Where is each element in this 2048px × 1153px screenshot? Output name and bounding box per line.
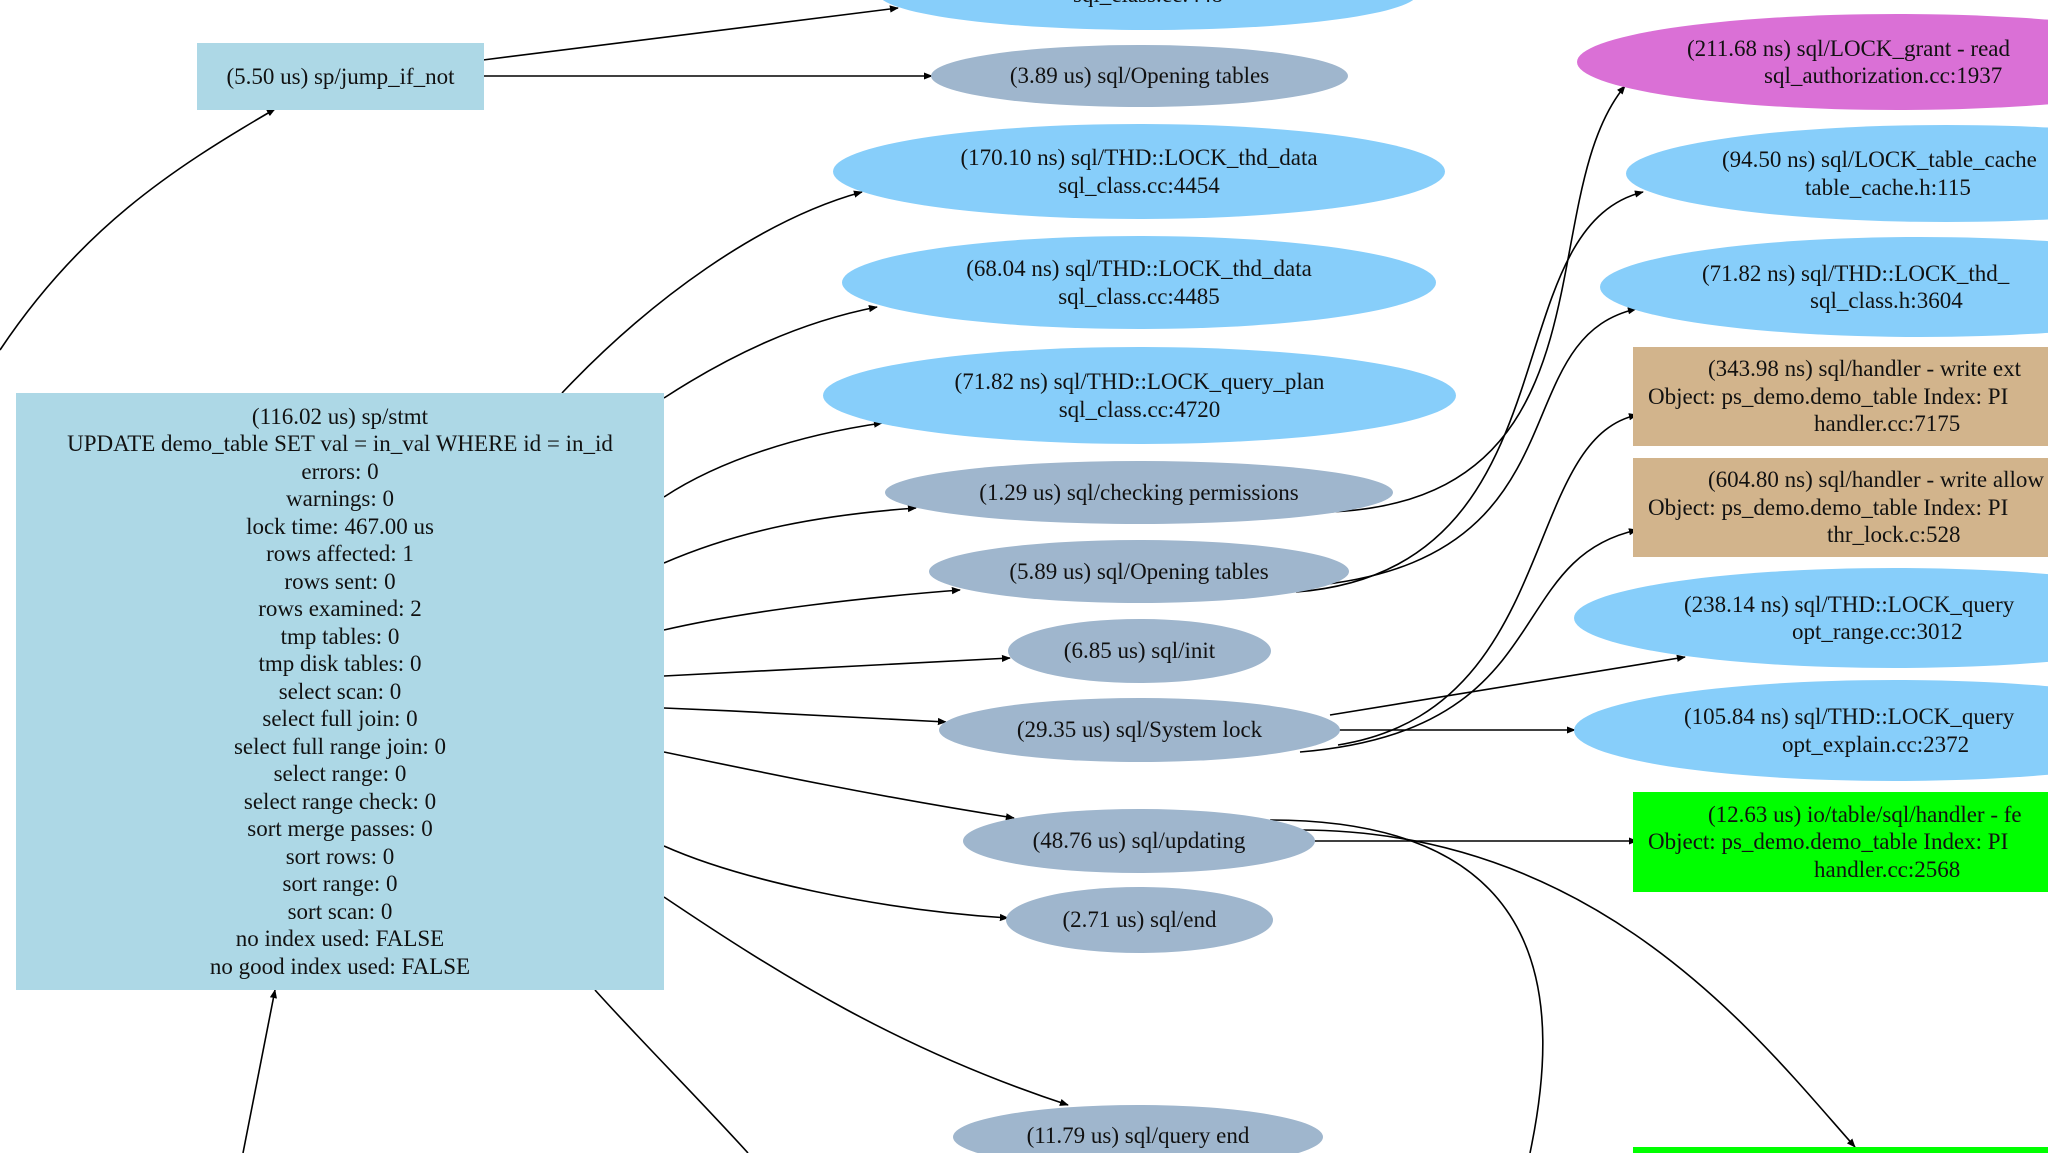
edge-stmt-to-system-lock: [663, 707, 947, 726]
node-end-label: (2.71 us) sql/end: [1062, 907, 1217, 933]
node-system-lock-label: (29.35 us) sql/System lock: [1016, 717, 1263, 743]
stmt-line-tmp-disk-tables: tmp disk tables: 0: [258, 651, 422, 677]
node-init: (6.85 us) sql/init: [1008, 619, 1271, 683]
edge-stmt-outgoing-bottom: [594, 989, 749, 1153]
node-jump-if-not: (5.50 us) sp/jump_if_not: [197, 43, 484, 110]
node-checking-permissions-label: (1.29 us) sql/checking permissions: [979, 479, 1299, 505]
stmt-line-no-good-index-used: no good index used: FALSE: [209, 953, 471, 979]
node-handler-write-allow-line2: Object: ps_demo.demo_table Index: PI: [1648, 494, 2009, 520]
node-lock-grant-line2: sql_authorization.cc:1937: [1764, 63, 2003, 88]
node-lock-grant-line1: (211.68 ns) sql/LOCK_grant - read: [1687, 35, 2010, 61]
edge-system-to-handler-ext: [1337, 413, 1638, 746]
node-opening-tables-1-label: (3.89 us) sql/Opening tables: [1009, 63, 1270, 89]
stmt-line-select-range: select range: 0: [273, 761, 407, 787]
stmt-line-rows-examined: rows examined: 2: [258, 596, 422, 622]
node-top-partial-label: sql_class.cc:448: [1073, 0, 1223, 8]
node-updating: (48.76 us) sql/updating: [963, 809, 1315, 873]
edge-system-to-handler-allow: [1299, 528, 1638, 753]
node-lock-thd-3604-line2: sql_class.h:3604: [1810, 288, 1963, 313]
edge-stmt-to-updating: [663, 751, 1015, 821]
edge-updating-to-bottom-green: [1299, 829, 1856, 1148]
stmt-line-sort-rows: sort rows: 0: [285, 843, 395, 869]
node-lock-query-plan-4720: (71.82 ns) sql/THD::LOCK_query_plan sql_…: [823, 347, 1456, 444]
edge-stmt-to-lock-4485: [663, 305, 878, 399]
node-io-handler-line3: handler.cc:2568: [1814, 856, 1961, 882]
stmt-line-sort-range: sort range: 0: [282, 871, 398, 897]
edge-opening-to-table-cache: [1295, 190, 1644, 593]
node-lock-thd-data-4485-line2: sql_class.cc:4485: [1058, 283, 1220, 309]
node-init-label: (6.85 us) sql/init: [1063, 638, 1216, 664]
node-query-end: (11.79 us) sql/query end: [953, 1105, 1323, 1153]
stmt-line-sql: UPDATE demo_table SET val = in_val WHERE…: [67, 431, 613, 457]
edge-system-to-query-3012: [1329, 654, 1686, 716]
node-opening-tables-1: (3.89 us) sql/Opening tables: [931, 45, 1348, 107]
node-handler-write-allow-line3: thr_lock.c:528: [1827, 522, 1961, 548]
node-handler-write-allow: (604.80 ns) sql/handler - write allow Ob…: [1633, 458, 2048, 557]
stmt-line-warnings: warnings: 0: [286, 486, 394, 512]
stmt-line-rows-sent: rows sent: 0: [284, 568, 396, 594]
stmt-line-no-index-used: no index used: FALSE: [235, 926, 445, 952]
stmt-line-sort-scan: sort scan: 0: [287, 898, 393, 924]
node-handler-write-ext-line1: (343.98 ns) sql/handler - write ext: [1708, 356, 2021, 382]
edge-updating-outgoing-bottom: [1269, 819, 1544, 1153]
node-lock-query-2372-line2: opt_explain.cc:2372: [1782, 731, 1970, 757]
node-lock-query-3012-line2: opt_range.cc:3012: [1792, 619, 1963, 644]
edge-incoming-stmt: [242, 989, 277, 1153]
stmt-line-select-full-join: select full join: 0: [262, 706, 418, 732]
node-opening-tables-2-label: (5.89 us) sql/Opening tables: [1009, 558, 1269, 584]
edge-stmt-to-opening-tables: [663, 587, 961, 631]
node-lock-thd-data-4454-line2: sql_class.cc:4454: [1058, 172, 1220, 198]
stmt-line-errors: errors: 0: [301, 458, 379, 484]
stmt-line-lock-time: lock time: 467.00 us: [246, 513, 434, 539]
edge-stmt-to-end: [663, 845, 1009, 922]
stmt-line-tmp-tables: tmp tables: 0: [280, 623, 400, 649]
stmt-line-select-scan: select scan: 0: [278, 678, 402, 704]
stmt-line-rows-affected: rows affected: 1: [266, 541, 414, 567]
node-lock-thd-data-4454-line1: (170.10 ns) sql/THD::LOCK_thd_data: [960, 145, 1318, 170]
node-lock-query-plan-4720-line1: (71.82 ns) sql/THD::LOCK_query_plan: [954, 369, 1325, 394]
node-sp-stmt: (116.02 us) sp/stmt UPDATE demo_table SE…: [16, 393, 664, 990]
node-handler-write-ext-line2: Object: ps_demo.demo_table Index: PI: [1648, 383, 2009, 409]
node-lock-query-3012: (238.14 ns) sql/THD::LOCK_query opt_rang…: [1574, 568, 2048, 668]
node-end: (2.71 us) sql/end: [1006, 887, 1273, 953]
node-lock-query-3012-line1: (238.14 ns) sql/THD::LOCK_query: [1684, 591, 2015, 617]
node-lock-grant: (211.68 ns) sql/LOCK_grant - read sql_au…: [1577, 14, 2048, 110]
node-lock-table-cache-line1: (94.50 ns) sql/LOCK_table_cache: [1722, 147, 2037, 172]
node-handler-write-allow-line1: (604.80 ns) sql/handler - write allow: [1708, 467, 2044, 493]
node-lock-thd-3604-line1: (71.82 ns) sql/THD::LOCK_thd_: [1702, 260, 2010, 286]
node-lock-thd-data-4454: (170.10 ns) sql/THD::LOCK_thd_data sql_c…: [833, 124, 1445, 219]
stmt-line-select-full-range-join: select full range join: 0: [233, 733, 447, 759]
node-io-handler: (12.63 us) io/table/sql/handler - fe Obj…: [1633, 792, 2048, 892]
node-handler-write-ext-line3: handler.cc:7175: [1814, 411, 1961, 437]
edge-opening-to-thd-3604: [1309, 307, 1637, 587]
node-opening-tables-2: (5.89 us) sql/Opening tables: [929, 540, 1349, 603]
edge-stmt-to-checking: [663, 504, 917, 564]
node-lock-query-2372-line1: (105.84 ns) sql/THD::LOCK_query: [1684, 704, 2015, 729]
node-io-handler-line1: (12.63 us) io/table/sql/handler - fe: [1708, 801, 2022, 827]
edge-stmt-to-query-plan: [663, 420, 883, 498]
node-lock-table-cache-line2: table_cache.h:115: [1805, 174, 1971, 200]
edge-jump-to-top: [482, 5, 899, 61]
node-bottom-green-partial: [1633, 1147, 2048, 1153]
node-system-lock: (29.35 us) sql/System lock: [939, 698, 1340, 762]
edge-stmt-to-init: [663, 654, 1011, 677]
node-jump-if-not-label: (5.50 us) sp/jump_if_not: [226, 63, 455, 89]
node-io-handler-line2: Object: ps_demo.demo_table Index: PI: [1648, 829, 2009, 855]
stmt-line-title: (116.02 us) sp/stmt: [251, 403, 429, 429]
node-updating-label: (48.76 us) sql/updating: [1032, 828, 1246, 854]
node-checking-permissions: (1.29 us) sql/checking permissions: [885, 461, 1393, 524]
node-handler-write-ext: (343.98 ns) sql/handler - write ext Obje…: [1633, 347, 2048, 446]
edge-stmt-to-query-end: [663, 896, 1069, 1106]
edge-checking-to-grant: [1329, 85, 1626, 513]
edge-incoming-jump: [0, 108, 276, 351]
stmt-line-select-range-check: select range check: 0: [243, 788, 437, 814]
edge-stmt-to-lock-4454: [561, 190, 863, 394]
node-query-end-label: (11.79 us) sql/query end: [1026, 1123, 1250, 1148]
node-lock-query-plan-4720-line2: sql_class.cc:4720: [1058, 396, 1221, 422]
node-lock-thd-data-4485: (68.04 ns) sql/THD::LOCK_thd_data sql_cl…: [842, 236, 1436, 329]
stmt-line-sort-merge-passes: sort merge passes: 0: [247, 816, 433, 842]
node-lock-thd-data-4485-line1: (68.04 ns) sql/THD::LOCK_thd_data: [966, 256, 1312, 281]
